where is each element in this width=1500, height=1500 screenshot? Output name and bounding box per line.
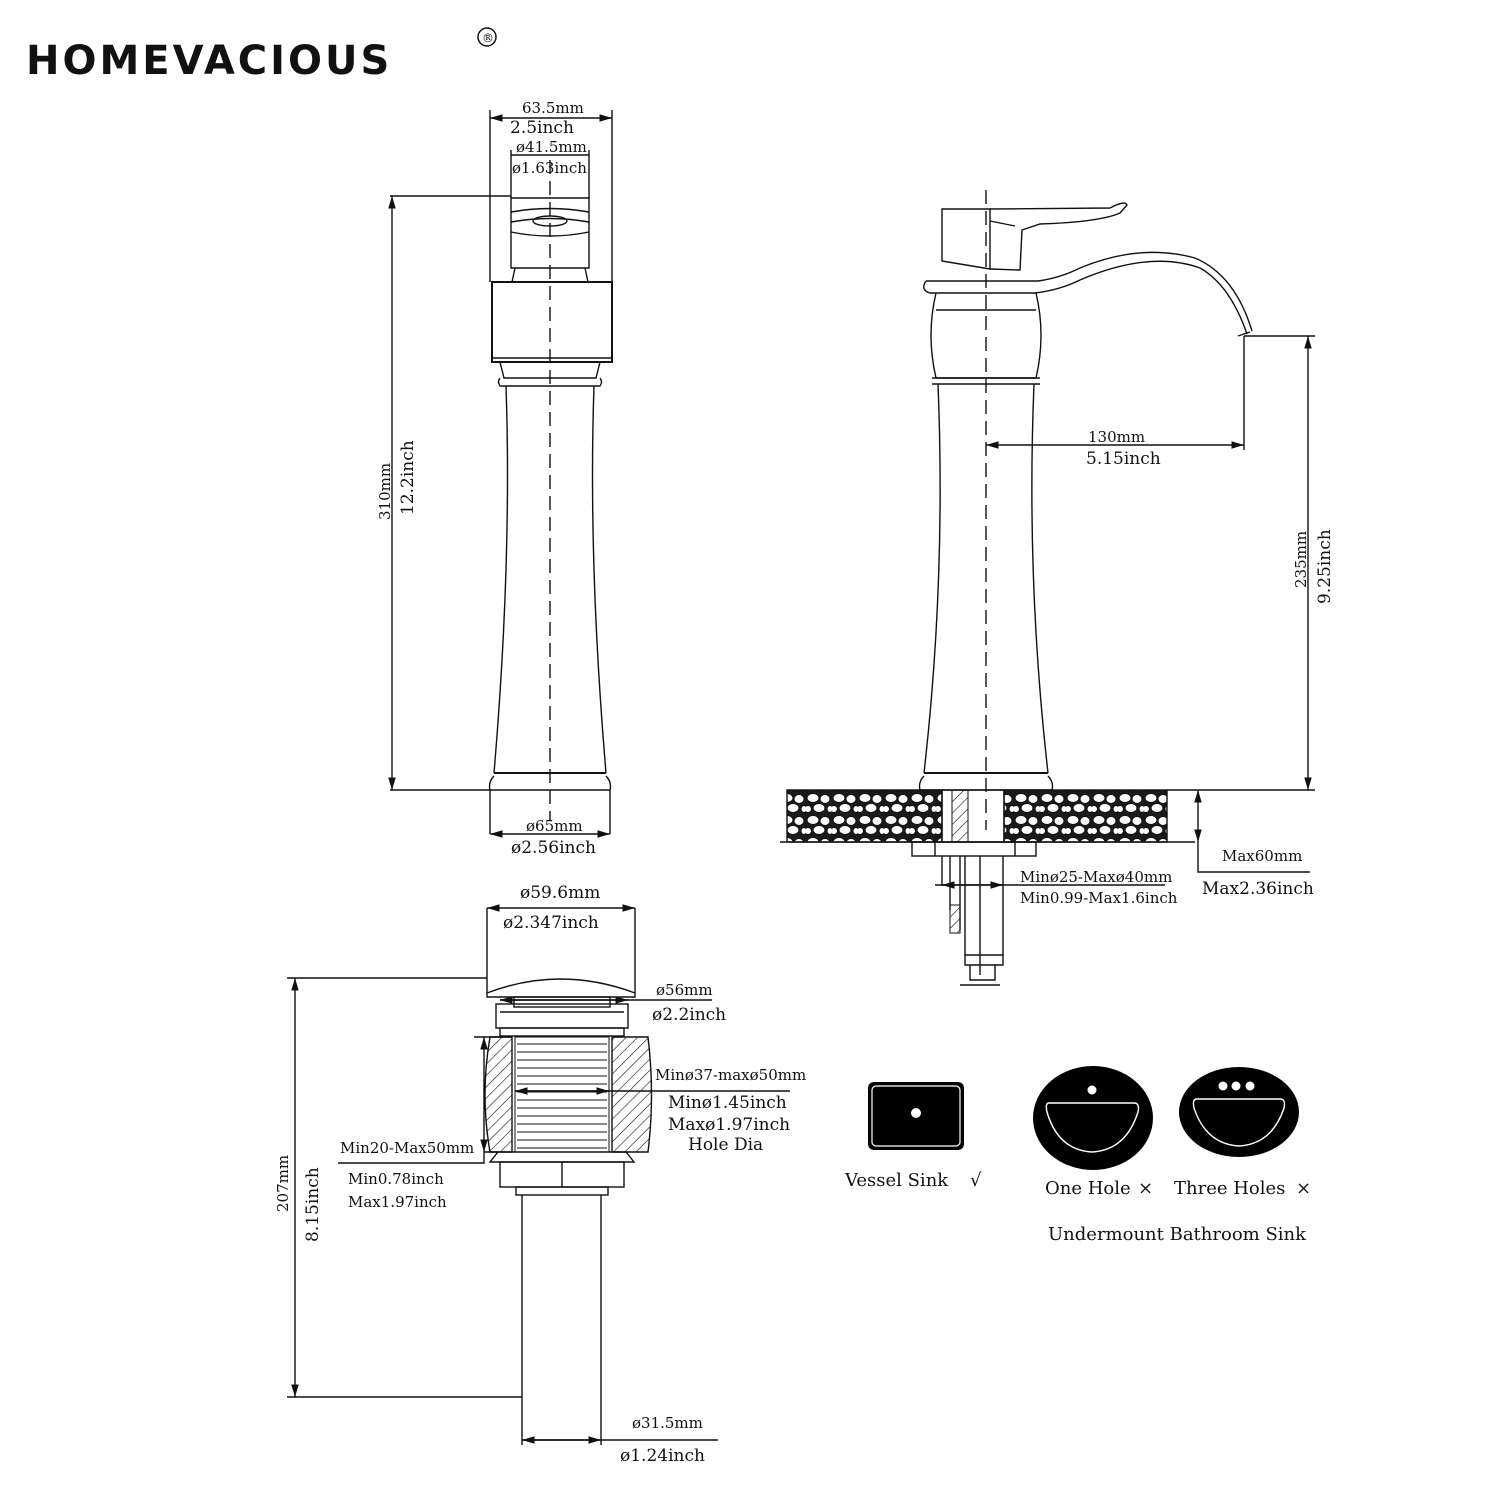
flange-dia-mm: ø56mm <box>656 981 713 999</box>
vessel-sink-label: Vessel Sink <box>844 1170 949 1191</box>
one-hole-cross-icon: × <box>1138 1178 1153 1199</box>
brand-name: HOMEVACIOUS <box>26 38 392 84</box>
height-in: 12.2inch <box>398 440 418 515</box>
hole-dia-mm: Minø25-Maxø40mm <box>1020 868 1172 886</box>
thickness-min-in: Min0.78inch <box>348 1170 444 1188</box>
deck-thickness-mm: Max60mm <box>1222 847 1302 865</box>
three-holes-label: Three Holes <box>1174 1178 1285 1199</box>
hole-min-in: Minø1.45inch <box>668 1093 787 1113</box>
thickness-max-in: Max1.97inch <box>348 1193 447 1211</box>
vessel-sink-icon <box>868 1082 964 1150</box>
three-holes-cross-icon: × <box>1296 1178 1311 1199</box>
registered-mark-icon <box>477 27 497 47</box>
side-view-dimensions: 130mm 5.15inch 235mm 9.25inch Max60mm Ma… <box>935 335 1335 907</box>
top-width-mm: 63.5mm <box>522 99 584 117</box>
registered-mark: ® <box>482 31 494 45</box>
countertop-section <box>780 789 1195 986</box>
cap-dia-in: ø2.347inch <box>503 913 599 933</box>
spout-height-in: 9.25inch <box>1315 529 1335 604</box>
side-view-faucet <box>918 190 1253 830</box>
front-view-dimensions: 63.5mm 2.5inch ø41.5mm ø1.63inch 310mm 1… <box>376 99 613 858</box>
height-mm: 310mm <box>376 463 394 520</box>
base-dia-in: ø2.56inch <box>511 838 596 858</box>
drain-height-mm: 207mm <box>274 1155 292 1212</box>
tail-dia-mm: ø31.5mm <box>632 1414 703 1432</box>
sink-compatibility: Vessel Sink √ One Hole × Three Holes × U… <box>844 1066 1311 1245</box>
front-view-faucet <box>488 160 613 834</box>
one-hole-sink-icon <box>1033 1066 1153 1170</box>
reach-mm: 130mm <box>1088 428 1145 446</box>
vessel-sink-check-icon: √ <box>970 1170 982 1191</box>
undermount-sink-label: Undermount Bathroom Sink <box>1048 1224 1307 1245</box>
handle-dia-mm: ø41.5mm <box>516 138 587 156</box>
deck-thickness-in: Max2.36inch <box>1202 879 1314 899</box>
spout-height-mm: 235mm <box>1292 531 1310 588</box>
handle-dia-in: ø1.63inch <box>512 159 587 177</box>
hole-range-mm: Minø37-maxø50mm <box>655 1066 806 1084</box>
reach-in: 5.15inch <box>1086 449 1161 469</box>
drain-height-in: 8.15inch <box>303 1167 323 1242</box>
flange-dia-in: ø2.2inch <box>652 1005 726 1025</box>
drain-dimensions: ø59.6mm ø2.347inch ø56mm ø2.2inch Minø37… <box>274 883 806 1466</box>
top-width-in: 2.5inch <box>510 118 574 138</box>
one-hole-label: One Hole <box>1045 1178 1131 1199</box>
brand-logo: HOMEVACIOUS ® <box>26 27 497 84</box>
hole-dia-in: Min0.99-Max1.6inch <box>1020 889 1178 907</box>
base-dia-mm: ø65mm <box>526 817 583 835</box>
drain-assembly <box>484 908 653 1445</box>
thickness-mm: Min20-Max50mm <box>340 1139 474 1157</box>
hole-max-in: Maxø1.97inch <box>668 1115 790 1135</box>
cap-dia-mm: ø59.6mm <box>520 883 600 903</box>
tail-dia-in: ø1.24inch <box>620 1446 705 1466</box>
hole-dia-label: Hole Dia <box>688 1135 763 1155</box>
three-hole-sink-icon <box>1179 1067 1299 1157</box>
